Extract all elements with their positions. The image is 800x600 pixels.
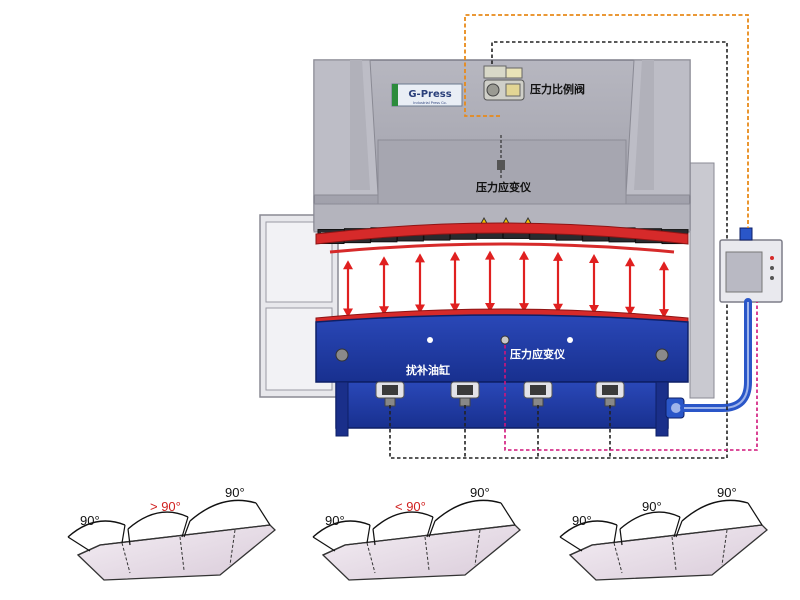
deflection-arrow [485,250,495,313]
bend-example: 90° < 90° 90° [312,485,521,581]
orange-signal-wire [464,14,749,228]
deflection-arrow [343,260,353,318]
upper-beam-red-edge [315,222,689,254]
upper-strain-gauge: 压力应变仪 [476,135,532,194]
upper-strain-gauge-label: 压力应变仪 [476,180,532,194]
deflection-arrow [450,251,460,313]
deflection-arrow [415,253,425,314]
logo-text: G-Press [408,89,451,100]
logo-subtext: Industrial Press Co. [413,101,447,105]
black-signal-wire-top [491,41,728,240]
deflection-arrow [553,251,563,313]
valve-label: 压力比例阀 [530,82,585,96]
signal-wires [389,14,758,459]
bend-example: 90° > 90° 90° [67,485,276,581]
black-signal-wire-bottom [389,302,728,459]
bend-examples: 90° > 90° 90° 90° < 90° 90° 90° 90° 90° [67,485,768,581]
bend-angle-right: 90° [717,485,737,500]
deflection-arrow [379,256,389,316]
pink-signal-wire [504,302,758,451]
bend-example: 90° 90° 90° [559,485,768,581]
lower-strain-gauge-label: 压力应变仪 [510,347,566,361]
brand-logo: G-Press Industrial Press Co. [391,83,463,107]
bend-angle-left: 90° [80,513,100,528]
bend-angle-middle: 90° [642,499,662,514]
lower-bed-labels: 压力应变仪 扰补油缸 [406,347,566,377]
deflection-arrow [519,250,529,313]
bend-angle-left: 90° [572,513,592,528]
lower-bed [315,314,689,437]
bend-angle-middle: < 90° [395,499,426,514]
right-side-frame [689,162,715,399]
hydraulic-hose [680,298,752,412]
bend-angle-right: 90° [470,485,490,500]
cnc-controller [719,227,783,303]
deflection-arrow [625,257,635,316]
bend-angle-right: 90° [225,485,245,500]
deflection-arrow [589,254,599,314]
bend-angle-middle: > 90° [150,499,181,514]
compensation-cylinder [523,381,553,407]
deflection-cylinder-label: 扰补油缸 [406,363,450,377]
hydraulic-pump [665,397,685,419]
deflection-arrow [659,261,669,319]
pressure-proportional-valve: 压力比例阀 [483,65,585,101]
compensation-cylinder [375,381,405,407]
bend-angle-left: 90° [325,513,345,528]
deflection-arrows [343,250,669,319]
